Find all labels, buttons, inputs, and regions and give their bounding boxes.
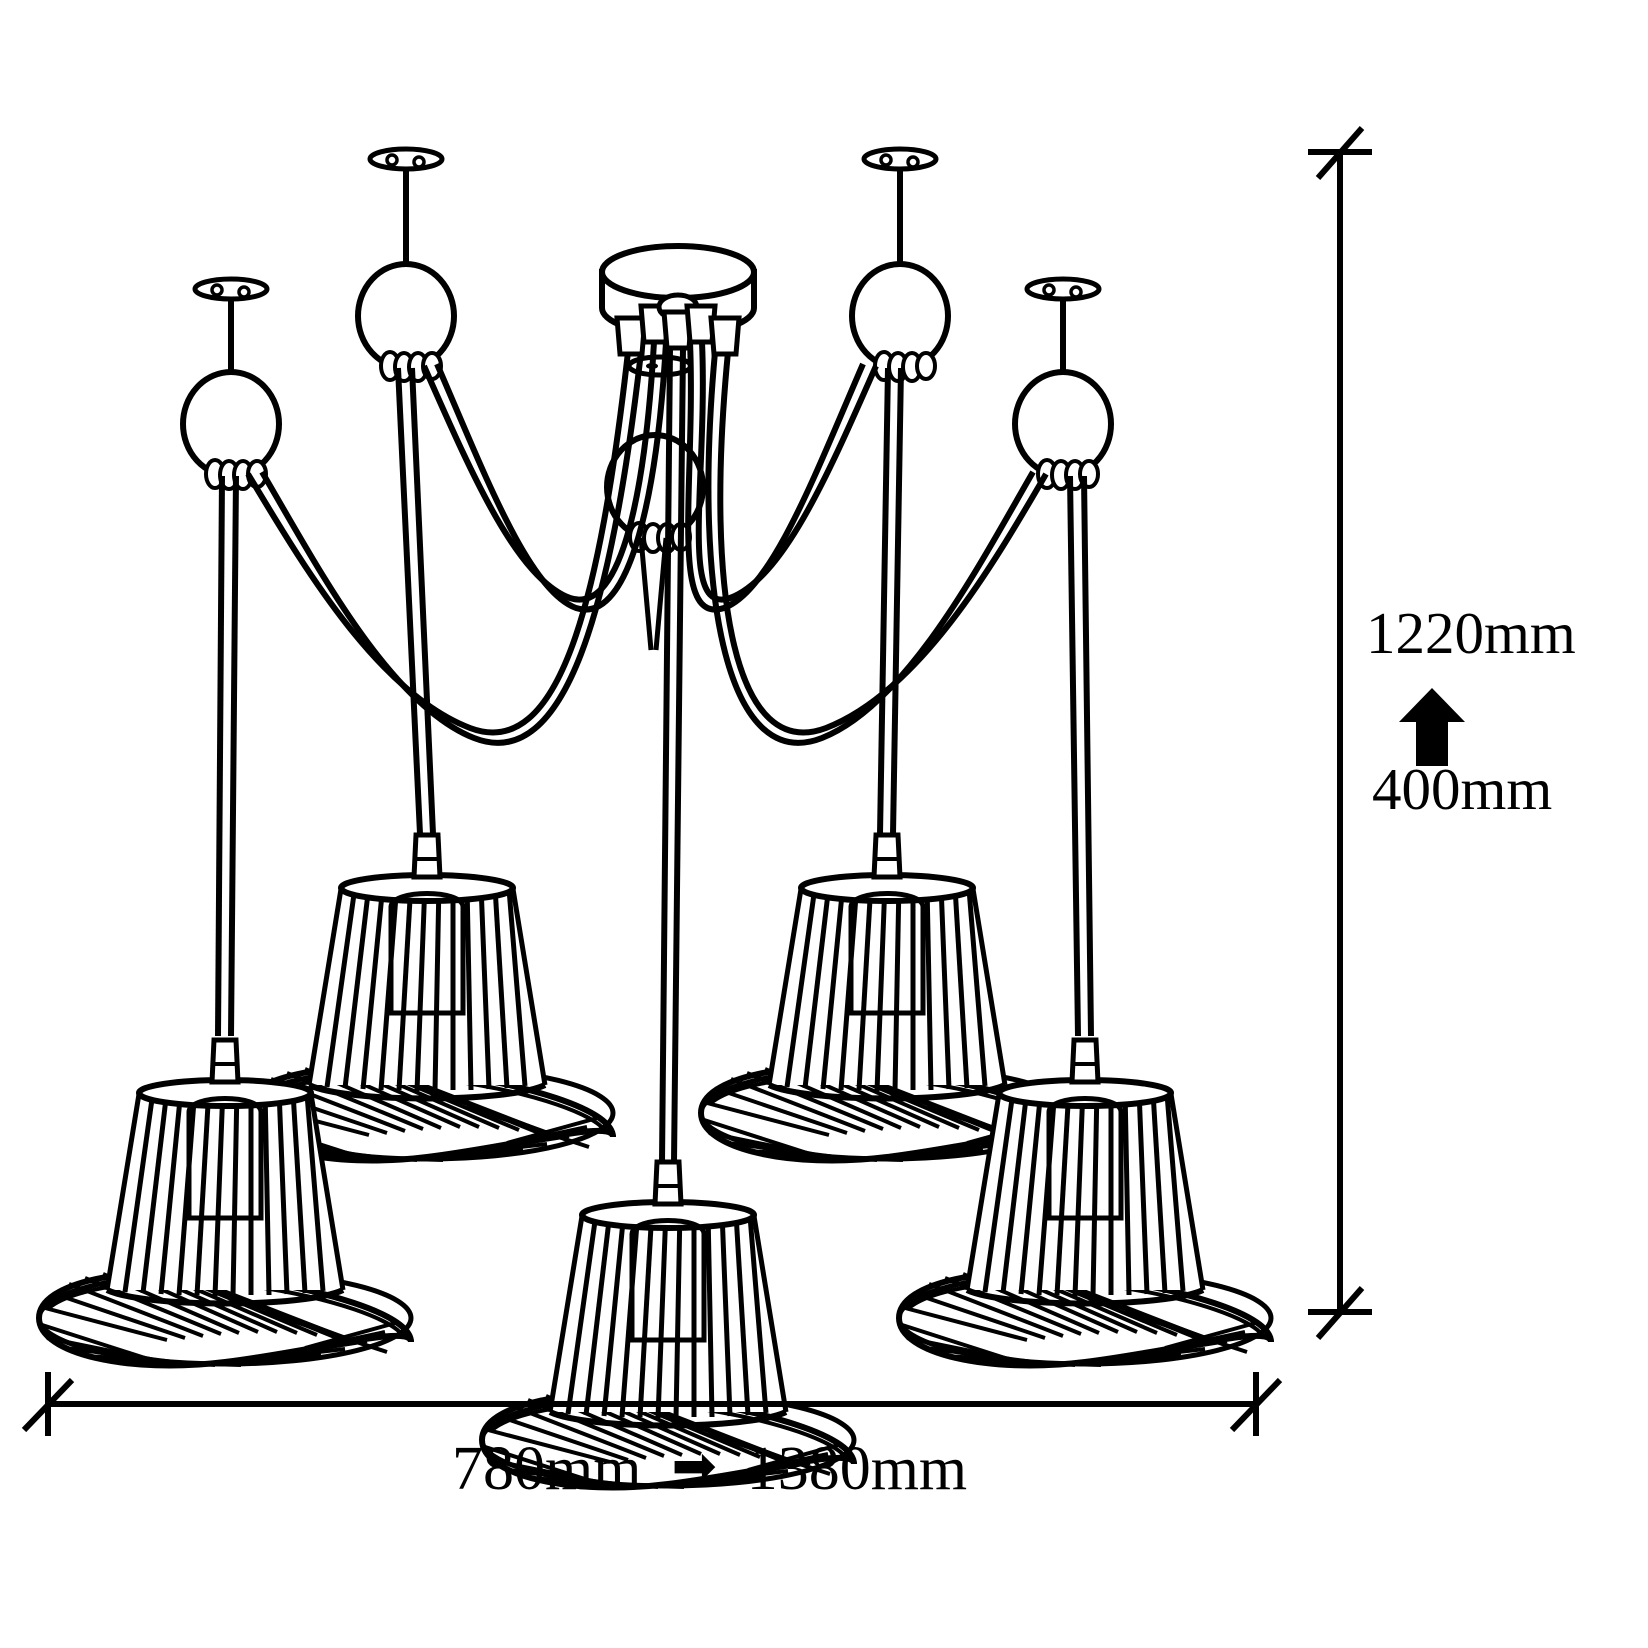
cable-swag-4 [717,351,1049,736]
cable-swag-3 [695,341,879,603]
ceiling-mount-plate-4 [1027,279,1099,378]
up-arrow-icon [1399,688,1465,766]
suspension-ring-4 [1015,372,1111,489]
ceiling-mount-plate-3 [864,149,936,270]
cable-grip-right-outer [711,318,739,354]
right-arrow-icon: ➡ [671,1434,717,1497]
suspension-ring-3 [852,264,948,381]
cable-drop-lamp-4 [1067,475,1081,1037]
horizontal-dimension-line [21,1372,1283,1436]
vertical-dimension-line [1308,126,1372,1340]
width-dimension-label: 780mm ➡ 1380mm [452,1438,967,1500]
cable-drop-lamp-3 [877,367,891,835]
width-max-label: 1380mm [746,1435,968,1503]
cable-drop-lamp-1 [215,475,225,1037]
height-max-label: 1220mm [1366,600,1576,666]
cable-drop-lamp-2 [395,367,423,835]
ceiling-mount-plate-1 [195,279,267,378]
width-min-label: 780mm [452,1435,642,1503]
height-min-label: 400mm [1372,756,1553,822]
cable-swag-2 [421,341,657,603]
cable-swag-1 [245,351,631,736]
ceiling-mount-plate-2 [370,149,442,270]
cable-drop-lamp-center [659,347,673,1163]
fabric-cable-group [215,341,1094,1163]
